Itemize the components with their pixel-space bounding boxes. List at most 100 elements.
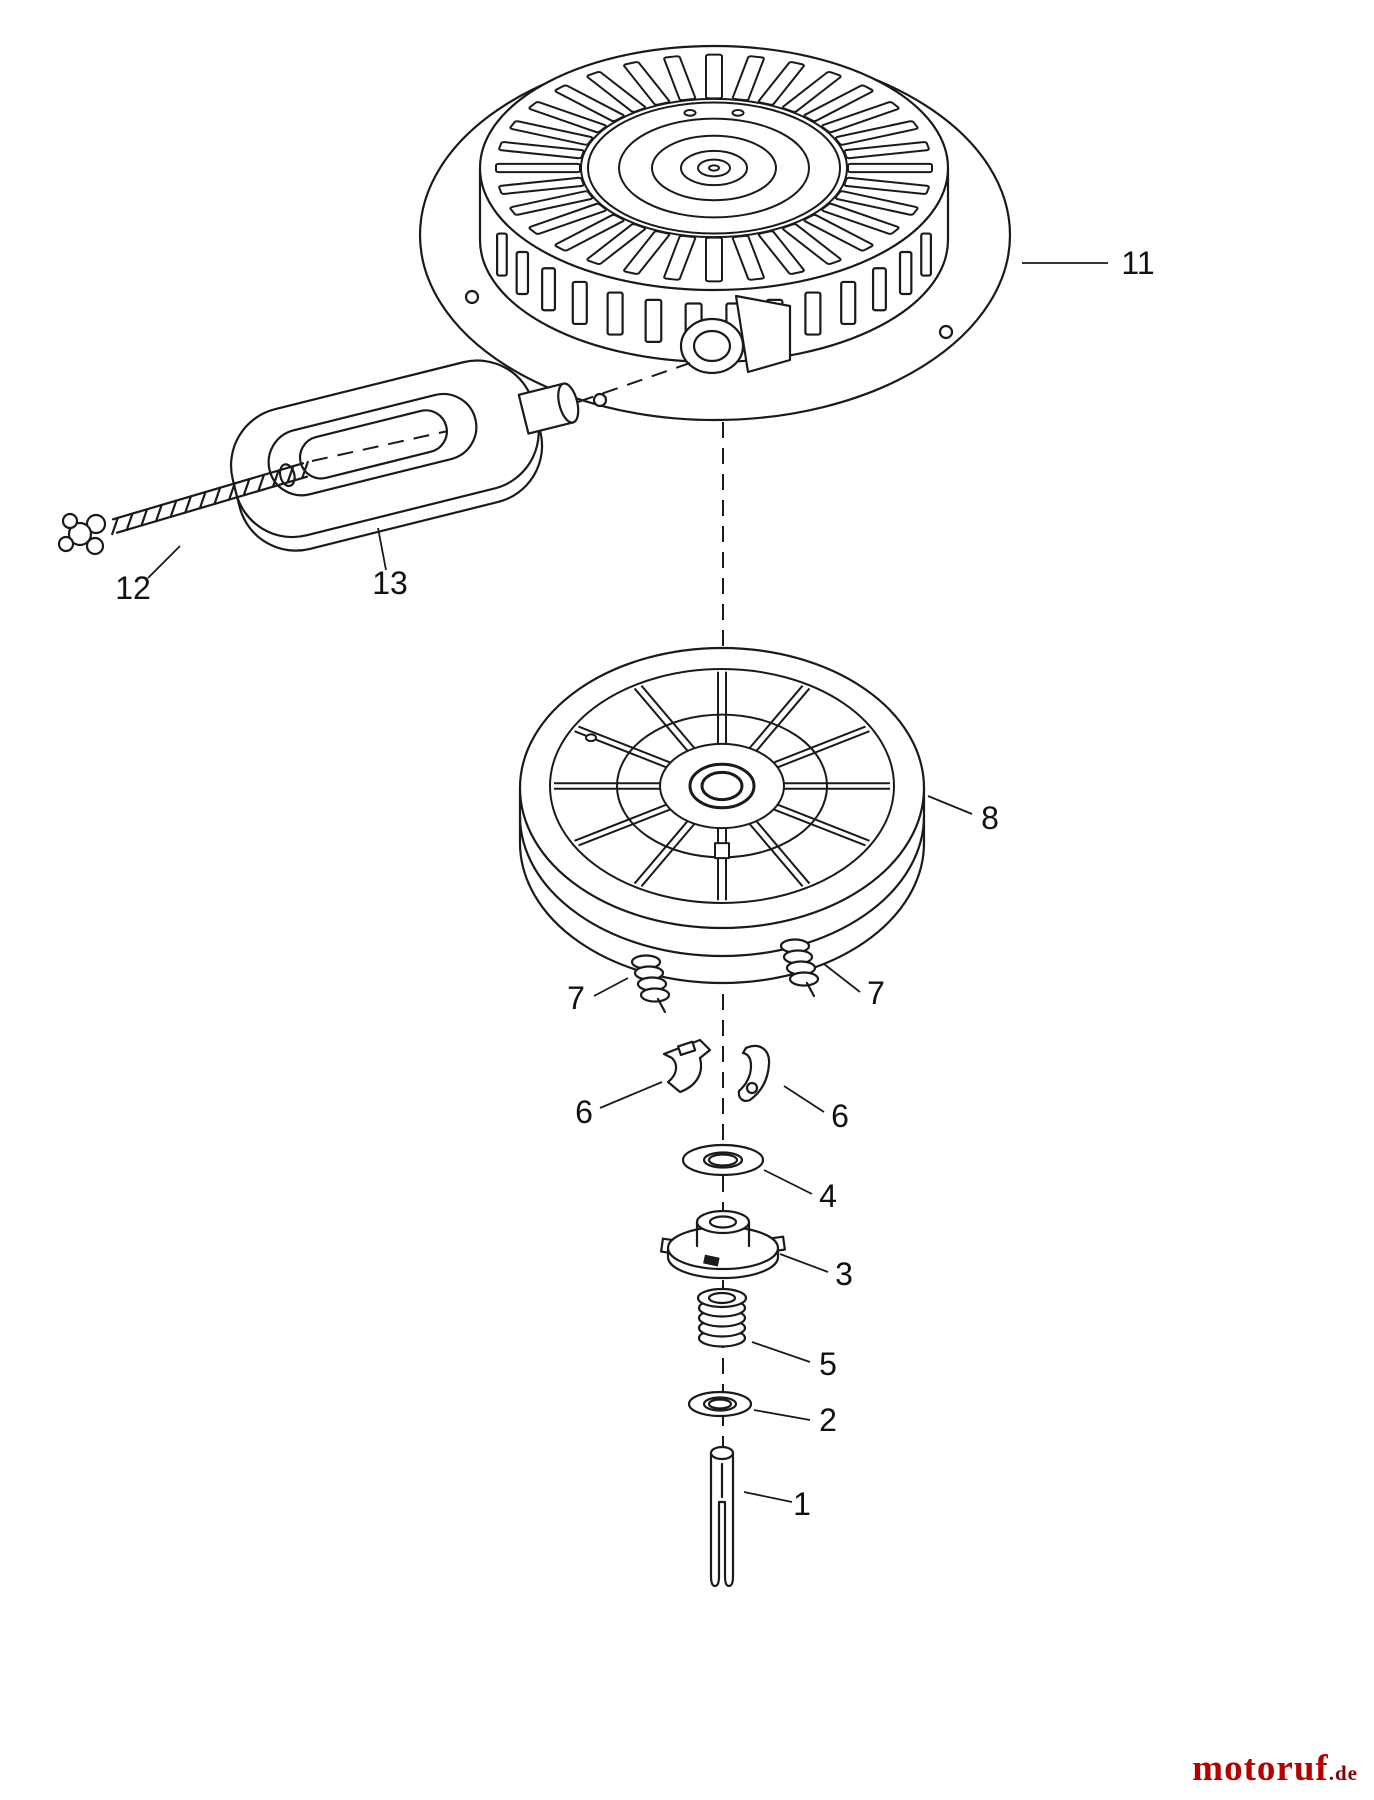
part-11-starter-housing [418,44,1012,422]
leader-lines [147,262,1108,1503]
housing-side-slot [571,280,588,326]
rope-edge [111,462,305,521]
leader-6-left [599,1081,663,1109]
leader-8 [927,795,973,815]
washer-hole-inner [707,1153,739,1167]
part-1-roll-pin [709,1445,735,1588]
retainer-disc-edge [666,1248,780,1280]
retainer-slot [703,1254,720,1267]
housing-side-slot [515,250,530,296]
pulley-center-hole-inner [702,772,742,799]
housing-side-slot [495,232,508,277]
pulley-rib [641,822,696,887]
pulley-pawl-slot [715,843,729,858]
rope-strand [140,508,149,527]
callout-11: 11 [1121,245,1154,281]
rope-knot [85,536,105,556]
pulley-hub [660,744,784,828]
rope-axis-line [311,430,449,462]
callout-5: 5 [819,1346,837,1382]
pulley-groove [518,814,926,958]
rope-strand [286,465,295,484]
pulley-rib [774,803,869,840]
leader-7-right [823,963,861,993]
rope-strand [213,486,222,506]
housing-side-slot [898,250,913,296]
pulley-rib [641,686,696,751]
spring-top-hole [707,1291,737,1305]
pulley-rib [754,688,809,753]
rope-strand [169,499,178,518]
housing-side-slot [644,298,663,343]
rope-strand [154,503,163,523]
callout-1: 1 [793,1486,811,1522]
housing-side-slot [541,267,557,312]
pulley-rib [579,727,674,764]
housing-hub-ring [619,119,809,218]
spring-leg [656,997,667,1014]
callout-7-right: 7 [867,975,885,1011]
spring-leg [805,981,816,998]
callout-8: 8 [981,800,999,836]
pulley-rib [754,819,809,884]
part-6-pawl-left [662,1038,712,1094]
housing-center-dot [709,165,719,170]
pulley-rib [748,822,803,887]
callout-7-left: 7 [567,980,585,1016]
part-6-pawl-right [737,1044,771,1102]
callout-4: 4 [819,1178,837,1214]
pulley-rib [774,731,869,768]
rope-edge [115,475,309,534]
pin-body [709,1453,735,1588]
rope-strand [125,512,134,531]
leader-3 [779,1253,829,1273]
housing-side-slot [606,291,624,336]
housing-inner-ring [581,99,847,237]
rope-bushing-hole [692,329,732,363]
rope-strand [111,516,119,536]
leader-13 [377,527,387,571]
spring-coil [788,971,820,987]
leader-2 [753,1409,811,1421]
callout-3: 3 [835,1256,853,1292]
rope-knot [57,535,75,553]
rope-strand [301,460,309,480]
housing-side-slot [804,291,822,336]
part-7-spring-right [779,938,820,998]
rope-knot [85,513,107,535]
housing-vent-slot [706,238,722,282]
housing-inner-ring [588,102,840,233]
leader-1 [743,1491,793,1503]
rope-strand [228,482,236,501]
pawl-left-body [662,1038,712,1094]
callout-6-right: 6 [831,1098,849,1134]
pulley-face-hole [586,734,596,741]
leader-12 [147,545,181,579]
flange-hole [464,289,480,305]
pulley-face [550,669,894,903]
rope-knot [61,512,79,530]
housing-vent-slot [848,164,932,172]
washer-hole-inner [707,1398,733,1410]
callout-6-left: 6 [575,1094,593,1130]
part-2-washer [687,1390,753,1418]
pulley-rib [579,808,674,845]
callout-labels: 11 13 12 8 7 7 6 6 4 3 5 2 1 [115,245,1154,1522]
housing-side-slot [920,232,933,277]
housing-hub-ring [652,136,776,200]
rope-strand [198,490,207,510]
housing-vent-slot [706,55,722,99]
part-3-retainer [660,1209,786,1280]
handle-grip-inner [298,409,448,480]
pulley-rib [748,686,803,751]
pawl-left-window [677,1040,697,1057]
watermark-brand: motoruf [1192,1748,1329,1789]
pulley-rib [575,803,670,840]
rope-strand [184,495,192,514]
part-4-washer [681,1143,765,1177]
leader-5 [751,1341,811,1363]
pulley-rib [770,808,865,845]
handle-barrel-end [557,382,580,424]
